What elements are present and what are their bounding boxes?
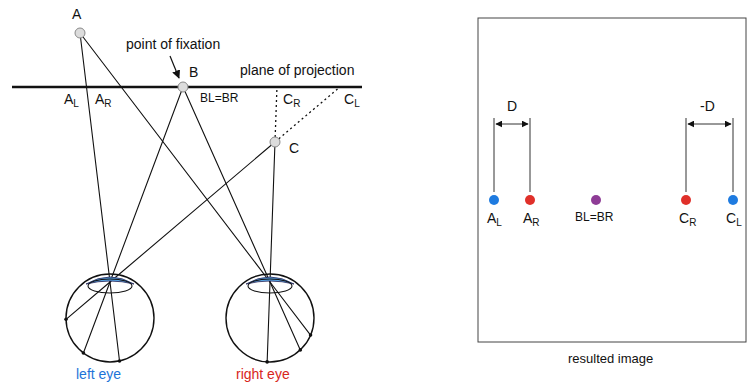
sight-rays (64, 33, 340, 364)
projection-label: AR (95, 91, 112, 110)
projection-ray (275, 87, 277, 142)
sight-ray (267, 142, 275, 362)
sight-ray (80, 33, 120, 361)
image-point-label: AL (487, 210, 502, 229)
eyeball (66, 274, 154, 362)
sight-ray (183, 87, 300, 350)
callout-text: point of fixation (126, 36, 220, 52)
disparity-brackets (494, 118, 733, 192)
projection-label: CL (344, 91, 360, 110)
object-point (75, 28, 85, 38)
cornea (246, 277, 294, 284)
eye-label: right eye (236, 366, 290, 382)
sight-ray (80, 33, 311, 335)
image-point-label: CL (726, 210, 742, 229)
sight-ray (66, 142, 275, 319)
image-point-label: AR (523, 210, 540, 229)
object-point (270, 137, 280, 147)
cornea (86, 277, 134, 284)
object-point (178, 82, 188, 92)
image-point-label: CR (679, 210, 696, 229)
image-dots (489, 195, 738, 205)
eyes (66, 274, 314, 362)
lens (248, 279, 292, 293)
projection-ray (275, 87, 340, 142)
eye-label: left eye (76, 366, 121, 382)
point-label: C (289, 140, 299, 156)
lens (88, 279, 132, 293)
point-label: A (72, 6, 81, 22)
image-point-label: BL=BR (575, 211, 613, 225)
plane-label: plane of projection (240, 62, 354, 78)
object-points (75, 28, 280, 147)
point-label: B (189, 64, 198, 80)
projection-label: CR (283, 91, 300, 110)
disparity-label: D (507, 98, 517, 114)
sight-ray (83, 87, 183, 353)
disparity-label: -D (700, 98, 715, 114)
pointer-arrow (170, 56, 179, 78)
projection-label: BL=BR (200, 92, 238, 106)
image-caption: resulted image (568, 352, 653, 367)
eyeball (226, 274, 314, 362)
image-frame (478, 18, 746, 342)
projection-label: AL (64, 91, 79, 110)
